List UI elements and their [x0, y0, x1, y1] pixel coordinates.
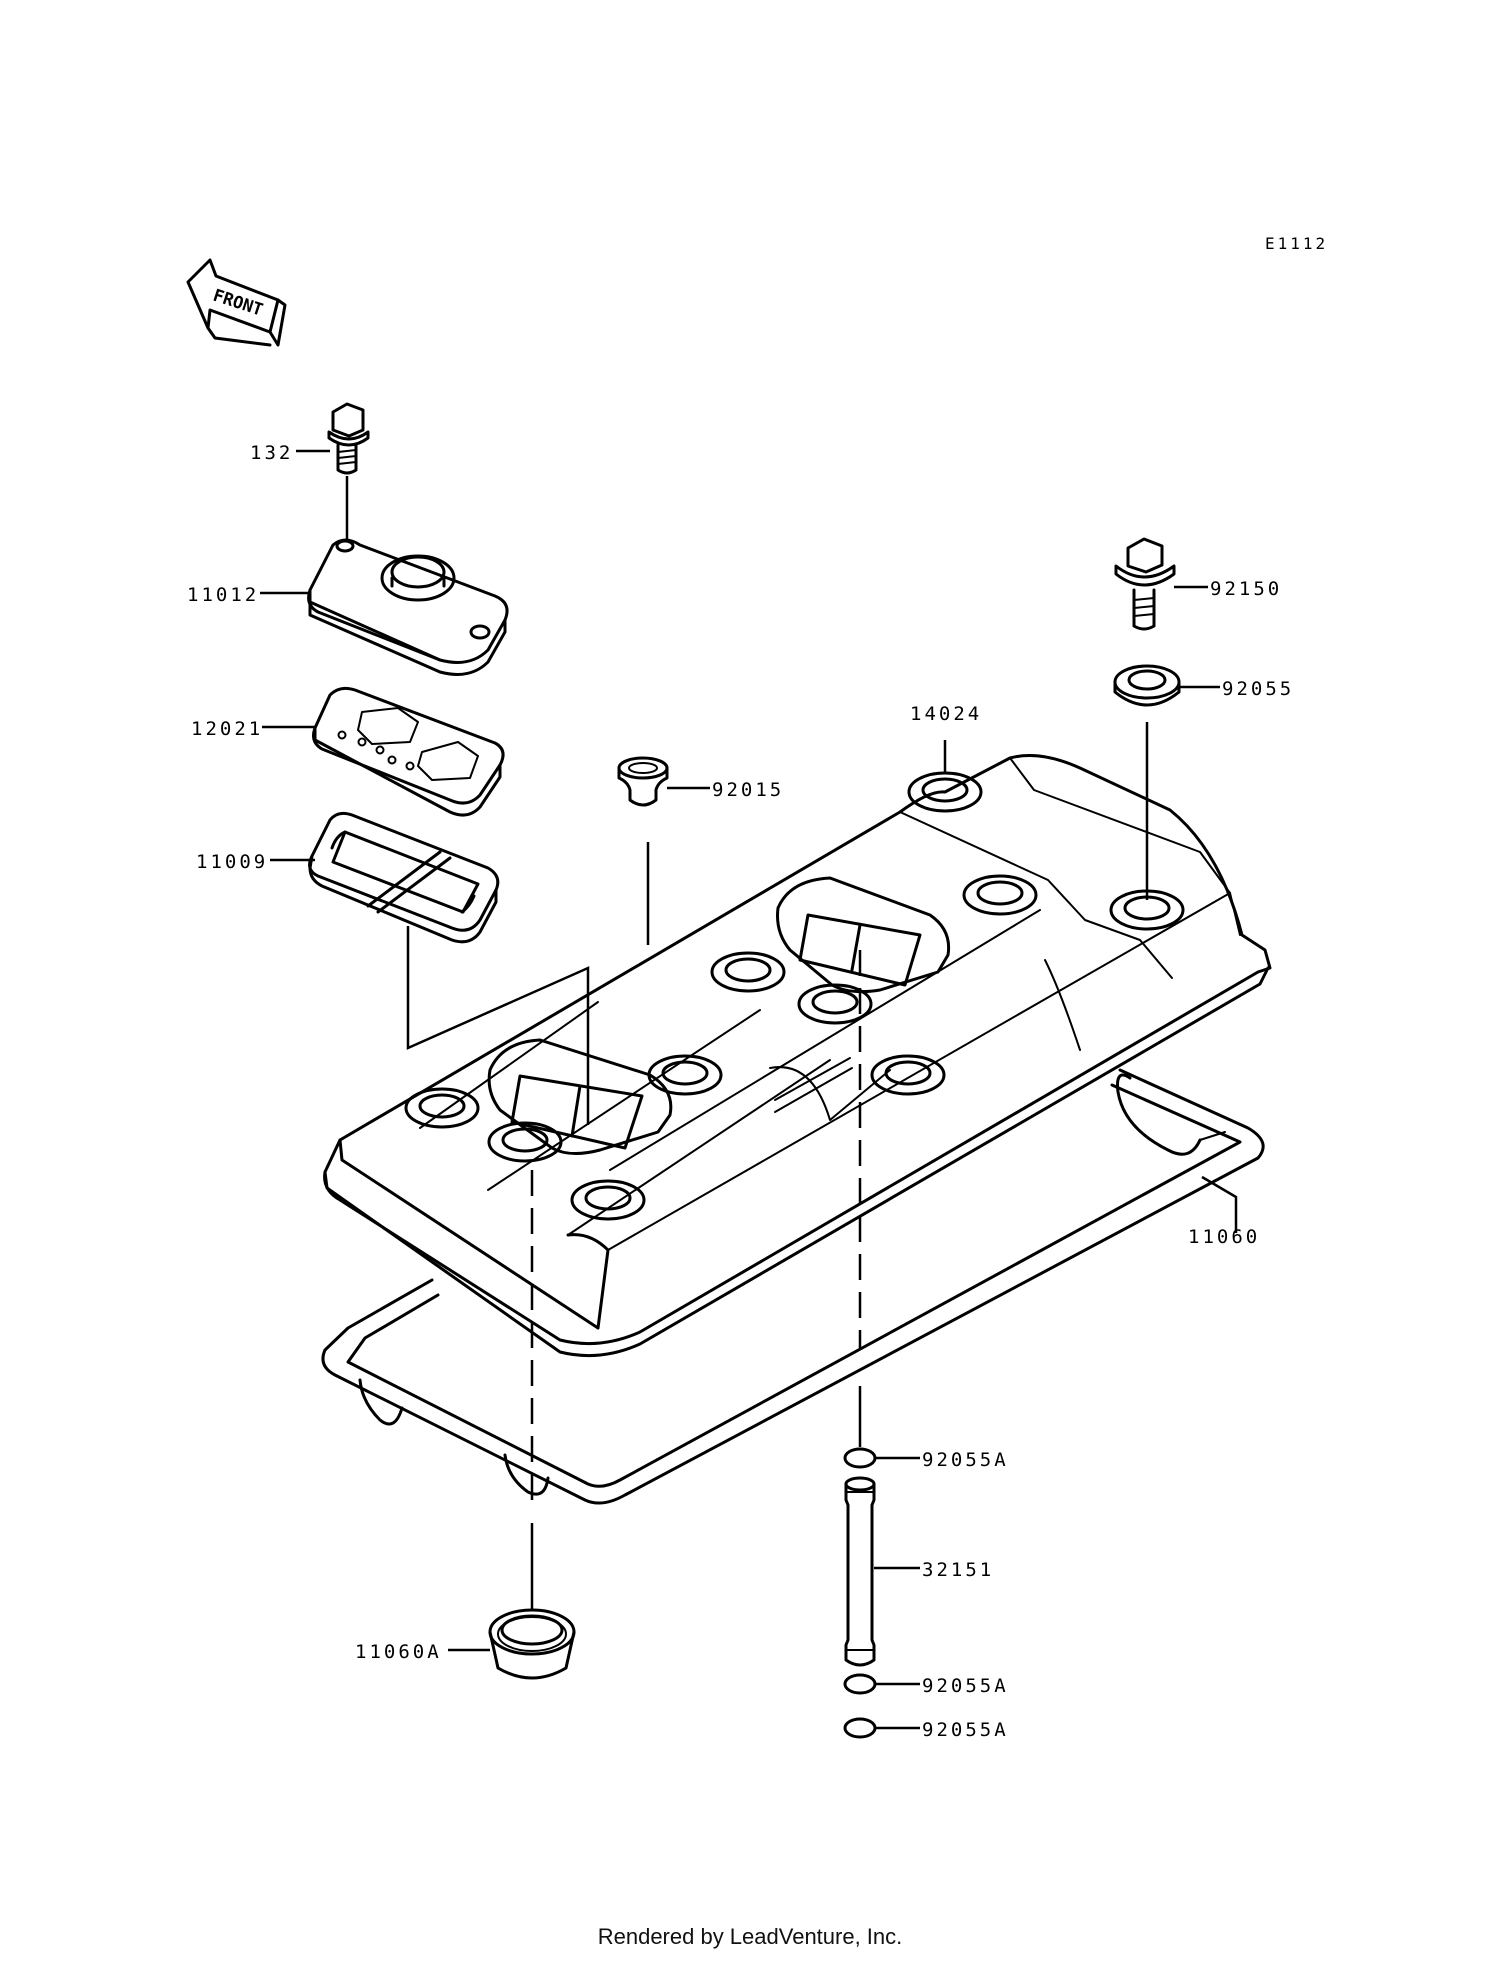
part-92055-grommet[interactable]	[1113, 664, 1181, 707]
label-12021: 12021	[191, 718, 263, 740]
label-11012: 11012	[187, 584, 259, 606]
part-11009-seal-gasket[interactable]	[308, 811, 500, 944]
part-92015-grommet[interactable]	[617, 756, 669, 807]
label-92055A-mid: 92055A	[922, 1675, 1009, 1697]
diagram-code: E1112	[1265, 234, 1328, 253]
part-14024-head-cover[interactable]	[323, 754, 1272, 1358]
part-32151-pipe[interactable]	[844, 1476, 876, 1667]
label-11060: 11060	[1188, 1226, 1260, 1248]
label-92015: 92015	[712, 779, 784, 801]
part-92055A-bot-oring[interactable]	[843, 1717, 877, 1739]
part-11012-cover-plate[interactable]	[307, 538, 509, 676]
part-92150-bolt[interactable]	[1114, 537, 1176, 631]
part-12021-gasket-plate[interactable]	[312, 686, 505, 817]
part-11060A-plug-seal[interactable]	[488, 1608, 576, 1680]
label-92055A-bot: 92055A	[922, 1719, 1009, 1741]
part-92055A-top-oring[interactable]	[843, 1447, 877, 1469]
label-92150: 92150	[1210, 578, 1282, 600]
label-11060A: 11060A	[355, 1641, 442, 1663]
label-11009: 11009	[196, 851, 268, 873]
part-132-bolt[interactable]	[327, 402, 370, 475]
render-credit: Rendered by LeadVenture, Inc.	[597, 1924, 903, 1949]
label-32151: 32151	[922, 1559, 994, 1581]
label-132: 132	[250, 442, 293, 464]
part-11060-rubber-gasket[interactable]	[321, 1068, 1265, 1505]
label-14024: 14024	[910, 703, 982, 725]
front-arrow-icon: FRONT	[186, 258, 287, 347]
label-92055: 92055	[1222, 678, 1294, 700]
label-92055A-top: 92055A	[922, 1449, 1009, 1471]
part-92055A-mid-oring[interactable]	[843, 1673, 877, 1695]
